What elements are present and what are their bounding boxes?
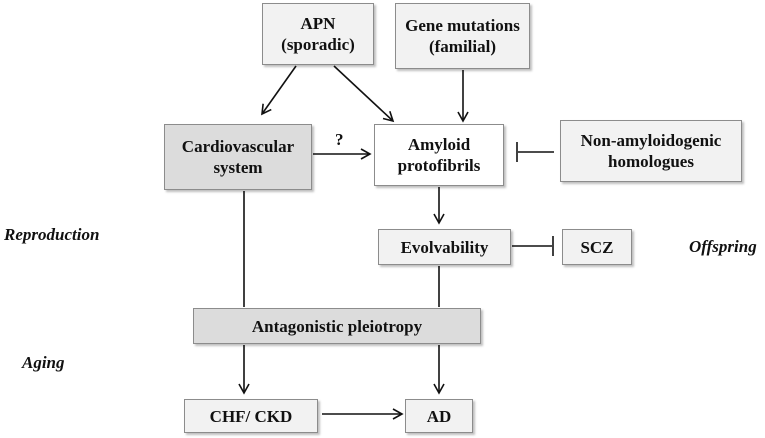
apn-line1: APN bbox=[300, 14, 336, 33]
non-amyloidogenic-line2: homologues bbox=[608, 152, 694, 171]
apn-line2: (sporadic) bbox=[281, 35, 355, 54]
reproduction-label: Reproduction bbox=[4, 225, 100, 244]
chf-ckd-label: CHF/ CKD bbox=[209, 406, 293, 426]
scz-box: SCZ bbox=[562, 229, 632, 265]
arrow-apn-to-amyloid bbox=[333, 65, 395, 123]
question-mark: ? bbox=[335, 130, 344, 149]
cardiovascular-line2: system bbox=[213, 158, 263, 177]
scz-label: SCZ bbox=[580, 237, 614, 257]
cardiovascular-box: Cardiovascular system bbox=[164, 124, 312, 190]
ad-label: AD bbox=[426, 406, 452, 426]
non-amyloidogenic-line1: Non-amyloidogenic bbox=[580, 131, 722, 150]
offspring-label: Offspring bbox=[689, 237, 757, 256]
gene-mutations-box: Gene mutations (familial) bbox=[395, 3, 530, 69]
cardiovascular-line1: Cardiovascular bbox=[181, 137, 295, 156]
amyloid-box: Amyloid protofibrils bbox=[374, 124, 504, 186]
aging-label: Aging bbox=[22, 353, 65, 372]
amyloid-line1: Amyloid bbox=[407, 135, 471, 154]
antagonistic-pleiotropy-box: Antagonistic pleiotropy bbox=[193, 308, 481, 344]
apn-box: APN (sporadic) bbox=[262, 3, 374, 65]
gene-mutations-line2: (familial) bbox=[428, 37, 497, 56]
evolvability-label: Evolvability bbox=[400, 237, 489, 257]
arrow-apn-to-cardiovascular bbox=[261, 65, 297, 116]
evolvability-box: Evolvability bbox=[378, 229, 511, 265]
chf-ckd-box: CHF/ CKD bbox=[184, 399, 318, 433]
antagonistic-pleiotropy-label: Antagonistic pleiotropy bbox=[251, 316, 423, 336]
amyloid-line2: protofibrils bbox=[397, 156, 481, 175]
ad-box: AD bbox=[405, 399, 473, 433]
gene-mutations-line1: Gene mutations bbox=[405, 16, 520, 35]
non-amyloidogenic-box: Non-amyloidogenic homologues bbox=[560, 120, 742, 182]
